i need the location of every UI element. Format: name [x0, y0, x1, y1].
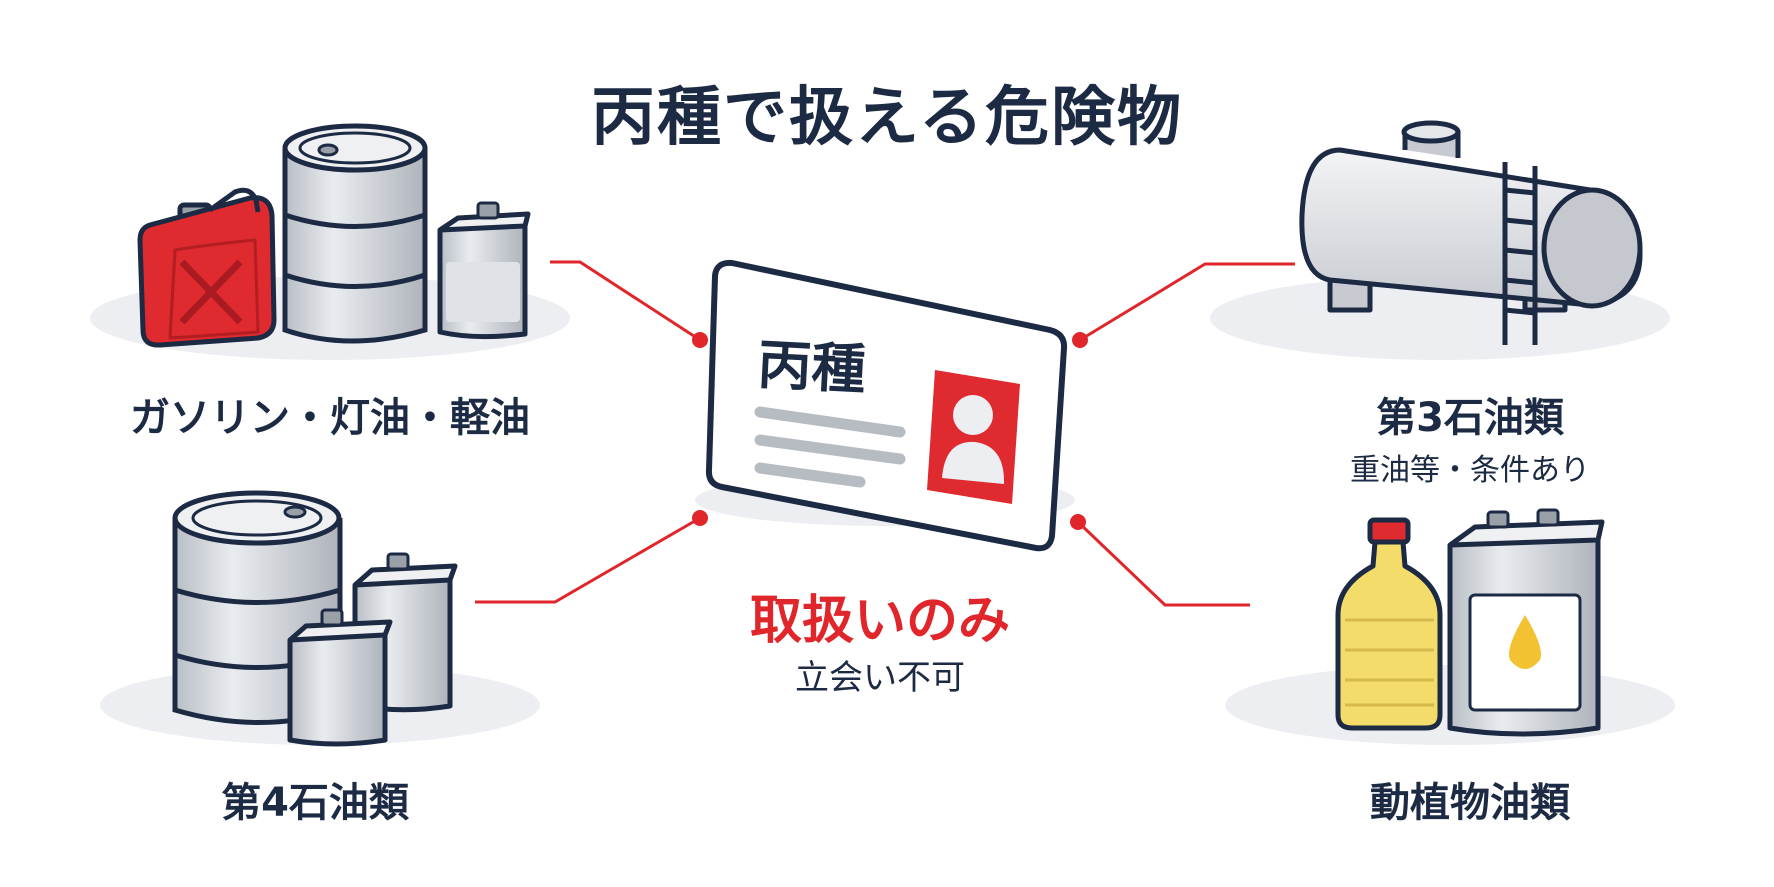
gasoline-jerry-can-icon	[137, 187, 277, 348]
label-class3-petroleum: 第3石油類	[1376, 395, 1564, 441]
connector-gasoline	[550, 260, 701, 342]
oil-drum-icon	[282, 123, 428, 344]
horizontal-tank-icon	[1299, 120, 1643, 345]
connector-plant-oil	[1076, 520, 1250, 607]
connector-lines	[475, 260, 1295, 607]
label-no-witness: 立会い不可	[795, 658, 965, 698]
label-animal-plant-oil: 動植物油類	[1370, 780, 1570, 826]
page-title: 丙種で扱える危険物	[590, 81, 1184, 155]
label-handling-only: 取扱いのみ	[749, 591, 1010, 651]
label-class3-subtext: 重油等・条件あり	[1350, 453, 1590, 488]
connector-class4	[475, 516, 701, 604]
license-card-title: 丙種	[756, 332, 868, 402]
oil-bottle-icon	[1335, 517, 1443, 731]
metal-can-icon	[437, 201, 531, 340]
connector-dots	[692, 332, 1088, 530]
label-gasoline-kerosene-diesel: ガソリン・灯油・軽油	[130, 395, 530, 441]
connector-class3	[1079, 262, 1295, 342]
license-card-icon	[705, 259, 1068, 552]
label-class4-petroleum: 第4石油類	[221, 780, 409, 826]
oil-can-icon	[1447, 508, 1605, 737]
short-can-icon	[287, 608, 393, 747]
